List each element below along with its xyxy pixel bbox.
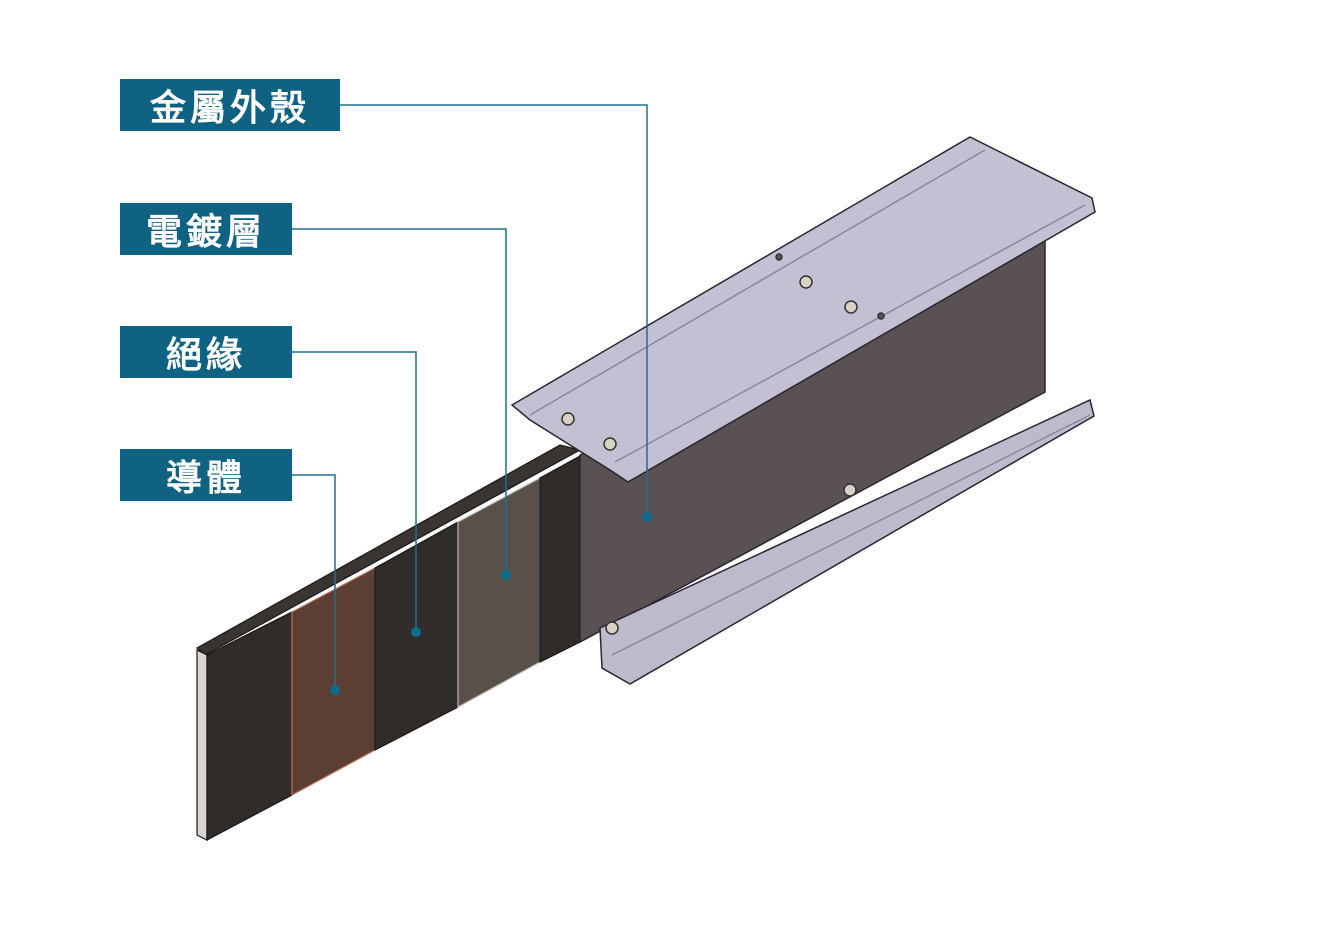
leader-conductor [292, 474, 336, 690]
label-plating-layer: 電鍍層 [120, 203, 292, 255]
stack-end-face [196, 649, 208, 841]
leader-dots [330, 512, 652, 695]
insulation-face-3 [539, 454, 581, 663]
label-conductor: 導體 [120, 449, 292, 501]
plating-layer-face [457, 476, 541, 709]
bolts [561, 253, 885, 635]
housing-bottom-channel [599, 398, 1095, 685]
leader-lines [292, 104, 648, 690]
leader-metal-housing [340, 104, 648, 517]
metal-housing [510, 136, 1096, 685]
conductor-stack [195, 444, 582, 841]
leader-insulation [292, 351, 417, 632]
leader-plating-layer [292, 228, 507, 575]
label-insulation: 絕緣 [120, 326, 292, 378]
copper-conductor-face [291, 567, 376, 797]
housing-top-plate [510, 136, 1096, 483]
label-metal-housing: 金屬外殼 [120, 79, 340, 131]
